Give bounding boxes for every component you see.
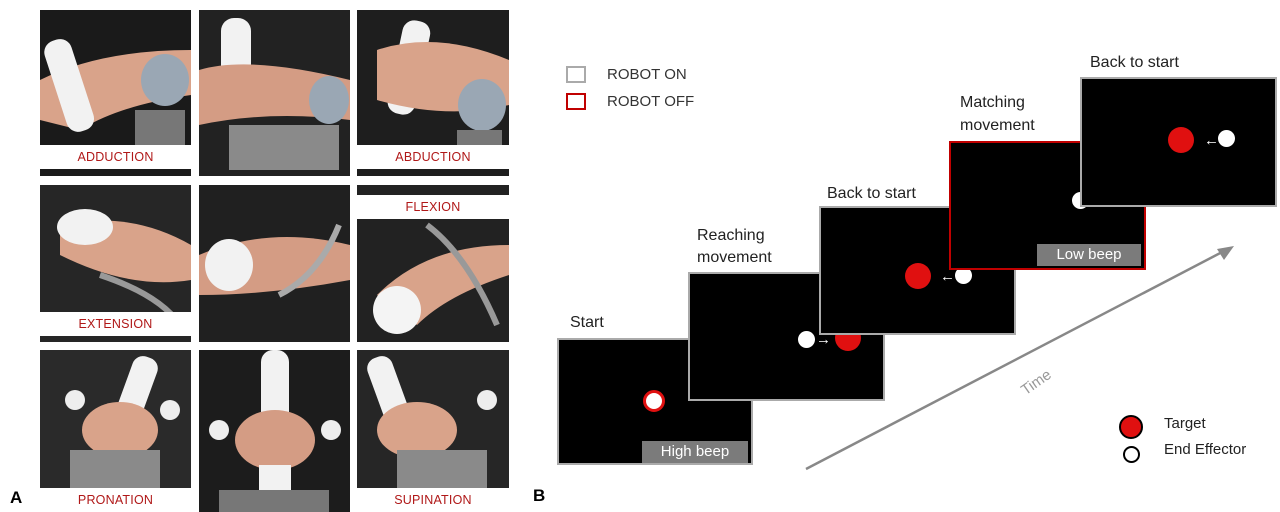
target-start-dot bbox=[643, 390, 665, 412]
legend-robot-on-swatch bbox=[566, 66, 586, 83]
key-target-label: Target bbox=[1164, 415, 1206, 432]
hand-photo-illustration bbox=[357, 350, 509, 512]
target-dot bbox=[1168, 127, 1194, 153]
panel-letter-a: A bbox=[10, 488, 23, 507]
high-beep-label: High beep bbox=[642, 441, 748, 463]
end-effector-dot bbox=[1218, 130, 1235, 147]
legend-robot-off-swatch bbox=[566, 93, 586, 110]
target-dot bbox=[905, 263, 931, 289]
screen-matching-title-2: movement bbox=[960, 117, 1035, 134]
screen-start-title: Start bbox=[570, 314, 604, 331]
end-effector-dot bbox=[798, 331, 815, 348]
photo-neutral-1 bbox=[199, 10, 350, 176]
key-target-dot bbox=[1119, 415, 1143, 439]
photo-label-supination: SUPINATION bbox=[357, 488, 509, 512]
screen-matching-title-1: Matching bbox=[960, 94, 1025, 111]
photo-pronation: PRONATION bbox=[40, 350, 191, 512]
screen-back-to-start-2: ← bbox=[1080, 77, 1277, 207]
screen-reaching-title-1: Reaching bbox=[697, 227, 765, 244]
photo-label-flexion: FLEXION bbox=[357, 195, 509, 219]
hand-photo-illustration bbox=[199, 350, 350, 512]
key-end-effector-label: End Effector bbox=[1164, 441, 1247, 458]
arrow-left-icon: ← bbox=[940, 268, 955, 285]
photo-flexion: FLEXION bbox=[357, 185, 509, 342]
photo-abduction: ABDUCTION bbox=[357, 10, 509, 176]
photo-neutral-3 bbox=[199, 350, 350, 512]
hand-photo-illustration bbox=[199, 185, 350, 342]
legend-robot-on-label: ROBOT ON bbox=[607, 66, 687, 83]
low-beep-label: Low beep bbox=[1037, 244, 1141, 266]
photo-supination: SUPINATION bbox=[357, 350, 509, 512]
photo-adduction: ADDUCTION bbox=[40, 10, 191, 176]
panel-letter-b: B bbox=[533, 486, 546, 505]
photo-label-abduction: ABDUCTION bbox=[357, 145, 509, 169]
screen-back1-title: Back to start bbox=[827, 185, 916, 202]
end-effector-dot bbox=[955, 267, 972, 284]
photo-label-extension: EXTENSION bbox=[40, 312, 191, 336]
photo-label-pronation: PRONATION bbox=[40, 488, 191, 512]
photo-neutral-2 bbox=[199, 185, 350, 342]
hand-photo-illustration bbox=[40, 10, 191, 176]
legend-robot-off-label: ROBOT OFF bbox=[607, 93, 695, 110]
arrow-right-icon: → bbox=[816, 331, 831, 348]
arrow-left-icon: ← bbox=[1204, 132, 1219, 149]
screen-reaching-title-2: movement bbox=[697, 249, 772, 266]
screen-back2-title: Back to start bbox=[1090, 54, 1179, 71]
hand-photo-illustration bbox=[40, 350, 191, 512]
key-end-effector-dot bbox=[1123, 446, 1140, 463]
photo-label-adduction: ADDUCTION bbox=[40, 145, 191, 169]
photo-extension: EXTENSION bbox=[40, 185, 191, 342]
hand-photo-illustration bbox=[199, 10, 350, 176]
